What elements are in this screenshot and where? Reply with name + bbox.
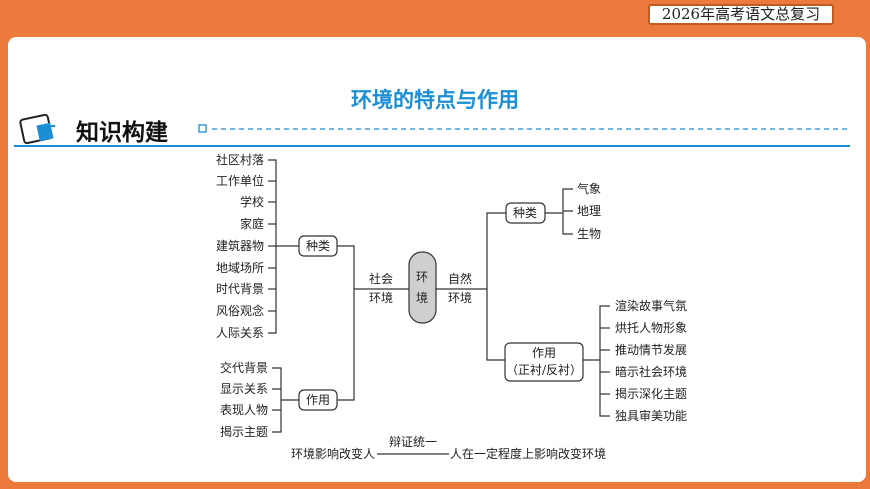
social-type-item: 建筑器物 (216, 238, 264, 253)
natural-label-top: 自然 (448, 271, 472, 286)
natural-functions-label: 作用 (532, 346, 556, 360)
social-functions-bracket (272, 367, 282, 433)
natural-function-item: 烘托人物形象 (615, 321, 687, 335)
natural-function-item: 渲染故事气氛 (615, 298, 687, 313)
natural-types-bracket (562, 188, 573, 235)
social-label-top: 社会 (369, 271, 393, 286)
social-type-item: 人际关系 (216, 326, 264, 340)
natural-types-label: 种类 (513, 206, 537, 220)
social-types-label: 种类 (306, 239, 330, 253)
social-type-item: 地域场所 (216, 261, 264, 275)
center-char-1: 环 (416, 270, 428, 284)
natural-functions-box (504, 342, 584, 382)
relation-middle: 辩证统一 (389, 435, 437, 449)
natural-functions-sublabel: （正衬/反衬） (506, 363, 582, 377)
natural-trunk (486, 212, 506, 361)
social-type-item: 社区村落 (216, 152, 264, 167)
social-functions-label: 作用 (306, 393, 330, 407)
natural-types-box (505, 202, 546, 224)
natural-label-bottom: 环境 (448, 290, 472, 305)
relation-left: 环境影响改变人 (291, 446, 375, 461)
relation-right: 人在一定程度上影响改变环境 (450, 446, 606, 461)
center-char-2: 境 (416, 290, 428, 305)
natural-function-item: 独具审美功能 (615, 408, 687, 423)
natural-type-item: 地理 (577, 204, 601, 218)
social-functions-box (298, 389, 338, 411)
page-title: 环境的特点与作用 (351, 88, 519, 112)
social-types-box (298, 235, 338, 257)
social-type-item: 时代背景 (216, 282, 264, 296)
social-type-item: 家庭 (240, 216, 264, 231)
natural-function-item: 推动情节发展 (615, 342, 687, 357)
section-heading: 知识构建 (76, 120, 168, 146)
natural-function-item: 揭示深化主题 (615, 386, 687, 401)
natural-function-item: 暗示社会环境 (615, 364, 687, 379)
social-type-item: 工作单位 (216, 173, 264, 188)
social-trunk (337, 245, 355, 401)
clipboard-icon (19, 113, 55, 145)
course-badge: 2026年高考语文总复习 (648, 4, 834, 25)
center-node (408, 251, 437, 324)
social-function-tick (272, 388, 281, 411)
social-function-item: 显示关系 (220, 382, 268, 396)
social-type-item: 学校 (240, 194, 264, 209)
social-function-item: 表现人物 (220, 403, 268, 417)
social-function-item: 揭示主题 (220, 424, 268, 439)
rule-marker (198, 124, 207, 133)
content-card (8, 37, 866, 482)
social-type-item: 风俗观念 (216, 303, 264, 318)
natural-type-item: 气象 (577, 181, 601, 196)
social-function-item: 交代背景 (220, 360, 268, 375)
social-label-bottom: 环境 (369, 290, 393, 305)
natural-functions-bracket (599, 305, 610, 417)
natural-type-item: 生物 (577, 227, 601, 241)
